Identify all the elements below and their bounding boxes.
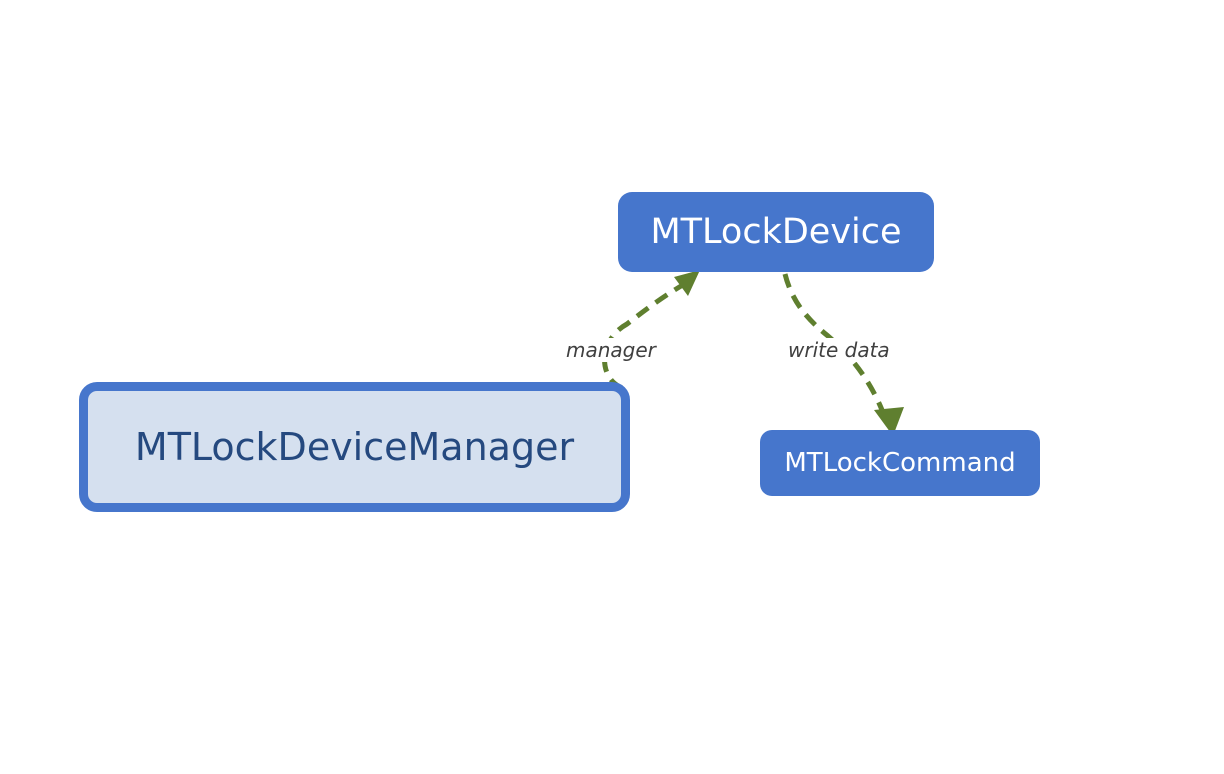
edge-device-to-command[interactable] bbox=[782, 273, 885, 411]
edge-label-manager: manager bbox=[564, 338, 658, 362]
node-mtlockcommand[interactable]: MTLockCommand bbox=[760, 430, 1040, 496]
node-mtlockdevicemanager[interactable]: MTLockDeviceManager bbox=[79, 382, 630, 512]
edge-manager-to-device[interactable] bbox=[602, 279, 690, 391]
node-label: MTLockDeviceManager bbox=[134, 425, 575, 469]
node-label: MTLockCommand bbox=[784, 448, 1016, 478]
node-label: MTLockDevice bbox=[650, 212, 902, 252]
edge-manager-to-device-arrowhead bbox=[674, 270, 700, 296]
node-mtlockdevice[interactable]: MTLockDevice bbox=[618, 192, 934, 272]
edge-label-write-data: write data bbox=[786, 338, 892, 362]
edge-device-to-command-arrowhead bbox=[874, 407, 904, 436]
